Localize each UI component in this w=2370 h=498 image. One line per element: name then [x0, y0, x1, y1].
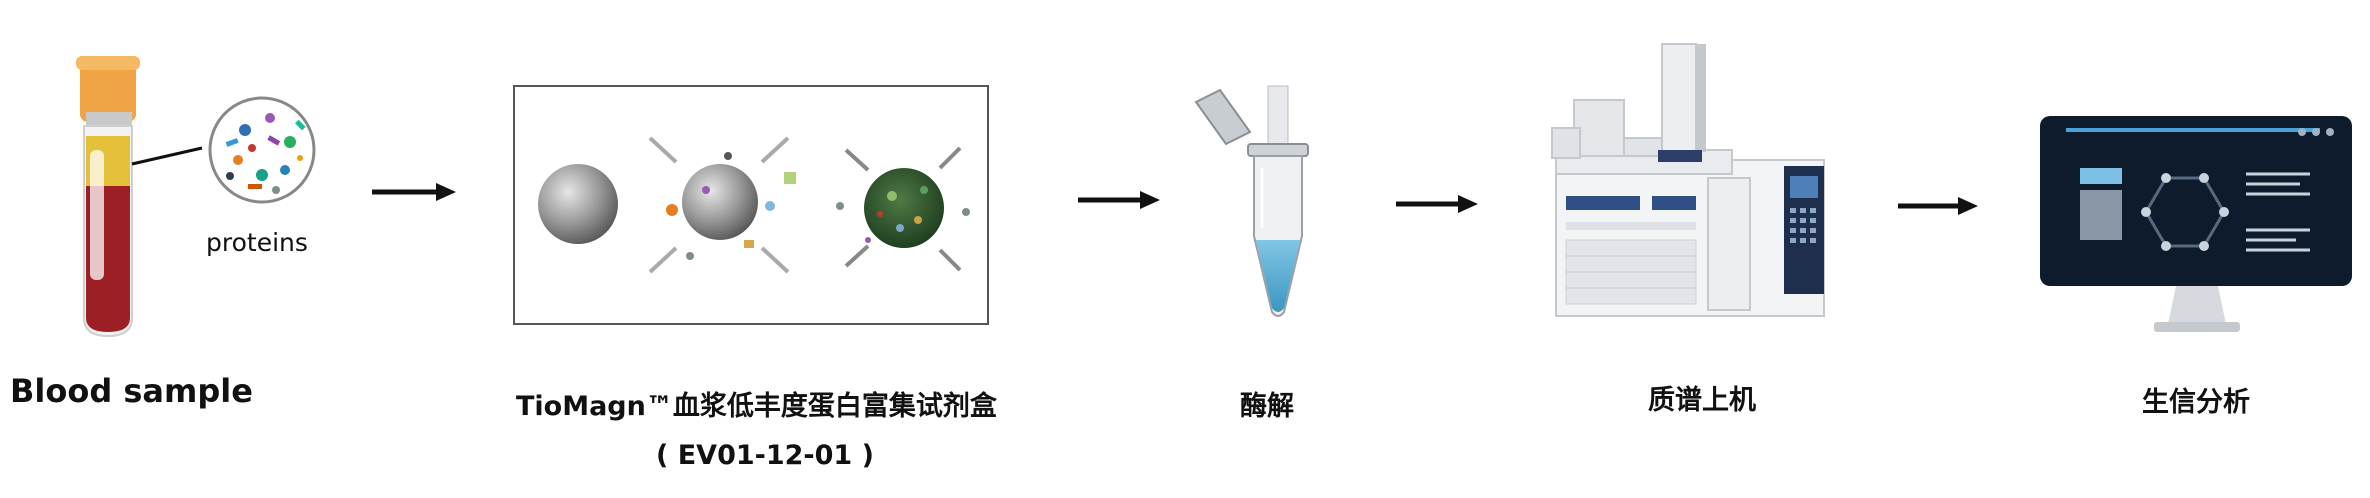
label-ms-analysis: 质谱上机: [1648, 385, 1756, 416]
arrow-right-icon: [1396, 195, 1478, 213]
blood-tube-icon: [76, 56, 203, 338]
label-kit-name: TioMagn™血浆低丰度蛋白富集试剂盒: [516, 391, 997, 422]
label-bioinformatics: 生信分析: [2142, 387, 2250, 418]
centrifuge-tube-icon: [1194, 85, 1309, 317]
label-kit-code: ( EV01-12-01 ): [656, 440, 874, 471]
arrow-right-icon: [1078, 191, 1160, 209]
protein-mix-icon: [208, 96, 316, 204]
arrow-right-icon: [1898, 197, 1978, 215]
arrow-right-icon: [372, 183, 456, 201]
bead-binding-icon: [648, 136, 796, 274]
magnetic-bead-icon: [538, 164, 618, 244]
label-blood-sample: Blood sample: [10, 372, 253, 410]
label-proteins: proteins: [206, 228, 308, 257]
bead-enriched-icon: [836, 146, 970, 272]
label-digestion: 酶解: [1240, 391, 1294, 422]
kit-panel: [513, 85, 989, 325]
mass-spectrometer-icon: [1551, 43, 1825, 317]
monitor-analysis-icon: [2040, 116, 2352, 332]
